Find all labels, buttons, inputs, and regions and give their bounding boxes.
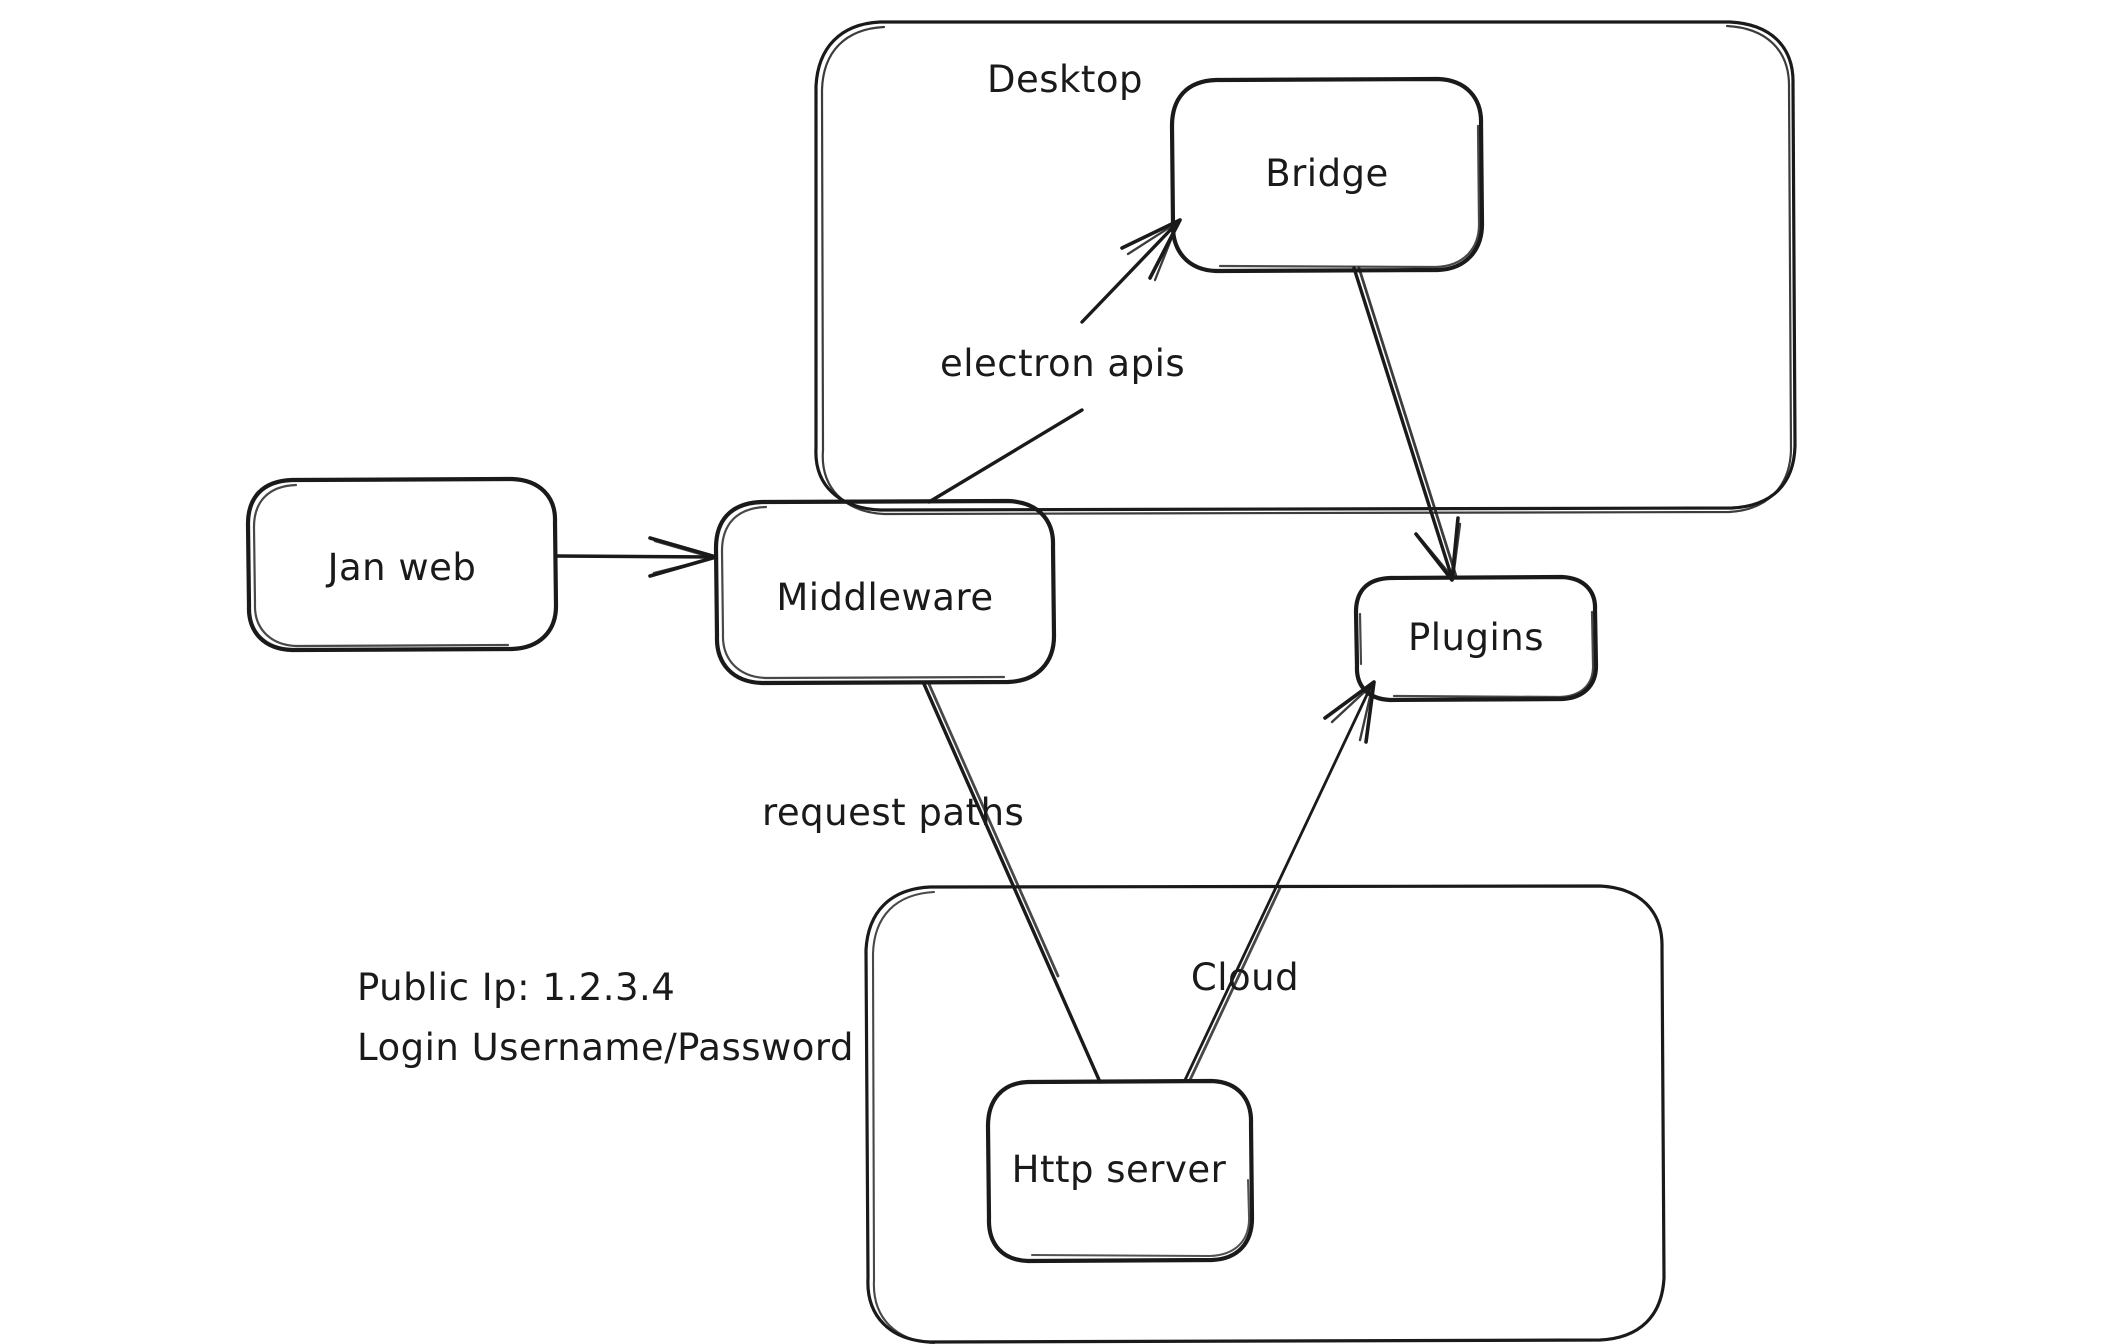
plugins-label: Plugins [1408,616,1544,659]
cloud-container-outline-2 [871,890,936,1344]
node-middleware[interactable]: Middleware [713,498,1057,686]
jan-web-box-outline [245,476,559,653]
desktop-container-outline [814,20,1797,512]
http-server-label: Http server [1012,1148,1227,1191]
edge-jan-web-to-middleware[interactable] [554,536,718,578]
notes-block: Public Ip: 1.2.3.4 Login Username/Passwo… [357,966,854,1069]
middleware-to-http-line-2 [927,682,1060,978]
desktop-container-outline-2 [820,24,1793,516]
edge-http-server-to-plugins[interactable] [1183,680,1376,1082]
node-plugins[interactable]: Plugins [1353,574,1599,703]
plugins-box-outline [1353,574,1599,703]
plugins-box-outline-2 [1358,610,1595,699]
middleware-box-outline-2 [720,505,1006,680]
http-to-plugins-line-2 [1188,886,1282,1082]
jan-web-to-middleware-line [554,554,718,559]
note-login-credentials: Login Username/Password [357,1026,854,1069]
jan-web-to-middleware-arrowhead-2 [652,539,716,575]
bridge-box-outline [1169,76,1485,274]
container-desktop[interactable]: Desktop [814,20,1797,516]
jan-web-box-outline-2 [252,483,510,648]
node-http-server[interactable]: Http server [985,1078,1255,1264]
middleware-to-http-line [922,682,1102,1084]
middleware-label: Middleware [776,576,993,619]
bridge-to-plugins-arrowhead-2 [1418,522,1462,580]
node-jan-web[interactable]: Jan web [245,476,559,653]
http-server-box-outline-2 [1031,1179,1251,1257]
node-bridge[interactable]: Bridge [1169,76,1485,274]
jan-web-label: Jan web [326,546,477,589]
bridge-label: Bridge [1265,152,1389,195]
cloud-container-outline [864,884,1666,1344]
edge-label-request-paths: request paths [762,791,1024,834]
middleware-to-bridge-line-lower [927,408,1084,504]
edge-bridge-to-plugins[interactable] [1352,266,1462,582]
edge-label-electron-apis: electron apis [940,342,1185,385]
bridge-to-plugins-line-2 [1357,266,1458,578]
http-to-plugins-line [1183,682,1374,1082]
container-cloud[interactable]: Cloud [864,884,1666,1344]
http-server-box-outline [985,1078,1255,1264]
note-public-ip: Public Ip: 1.2.3.4 [357,966,675,1009]
middleware-to-bridge-line-upper [1080,220,1180,324]
middleware-box-outline [713,498,1057,686]
bridge-to-plugins-line [1352,266,1454,580]
desktop-container-label: Desktop [987,58,1143,101]
http-to-plugins-arrowhead [1323,680,1376,744]
edge-middleware-to-bridge[interactable]: electron apis [927,218,1185,504]
bridge-box-outline-2 [1218,124,1481,269]
edge-middleware-to-http-server[interactable]: request paths [762,682,1102,1084]
